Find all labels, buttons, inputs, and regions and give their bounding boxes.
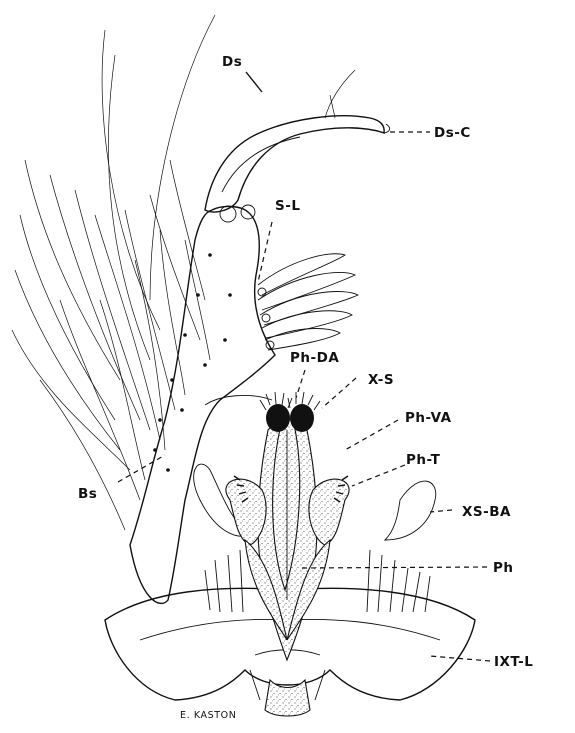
label-ph-da: Ph-DA xyxy=(290,350,339,366)
label-s-l: S-L xyxy=(275,198,300,214)
label-ph-t: Ph-T xyxy=(406,452,441,468)
label-xs-ba: XS-BA xyxy=(462,504,511,520)
label-bs: Bs xyxy=(78,486,97,502)
label-ds-c: Ds-C xyxy=(434,125,471,141)
label-ph: Ph xyxy=(493,560,514,576)
label-ph-va: Ph-VA xyxy=(405,410,452,426)
label-x-s: X-S xyxy=(368,372,394,388)
basistyle-setae xyxy=(12,15,215,530)
label-ixt-l: IXT-L xyxy=(494,654,533,670)
basal-apodeme-right xyxy=(385,481,436,540)
setal-sockets xyxy=(153,253,232,472)
label-ds: Ds xyxy=(222,54,242,70)
artist-signature: E. KASTON xyxy=(180,710,236,721)
spine-lobe xyxy=(258,254,358,350)
